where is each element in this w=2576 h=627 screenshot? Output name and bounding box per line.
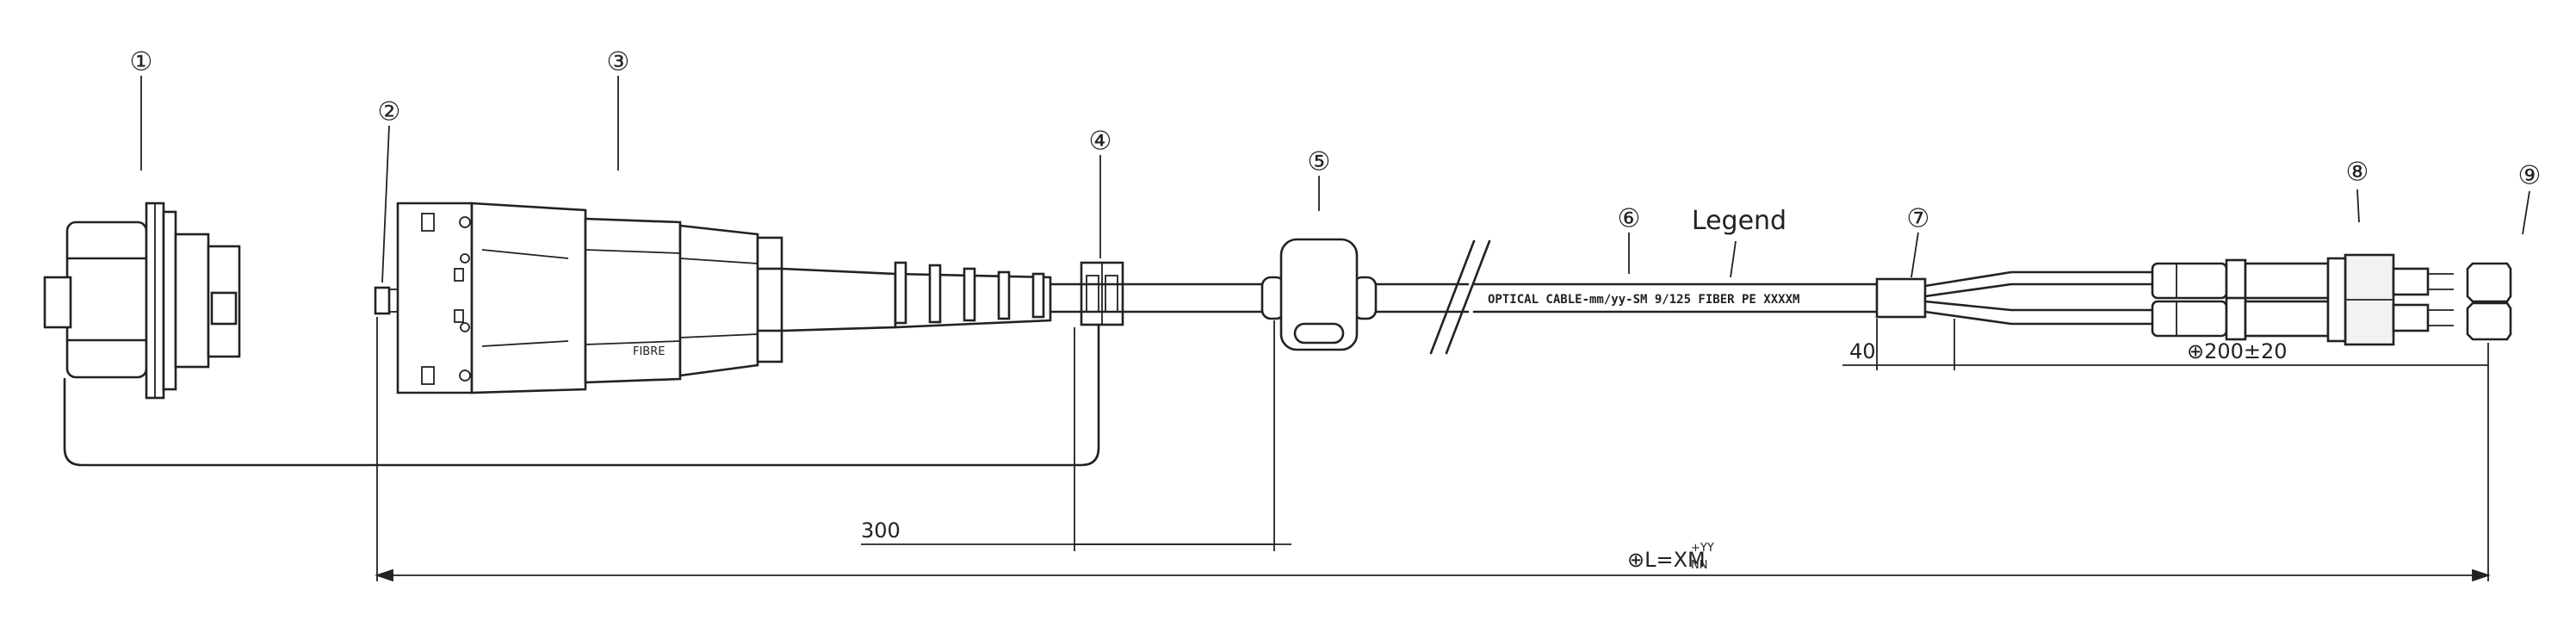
lc-duplex-connectors xyxy=(2151,253,2454,346)
lc-dust-caps xyxy=(2466,262,2512,341)
ground-wire xyxy=(63,323,1100,467)
dim-tolerance-plus: +YY xyxy=(1691,542,1714,555)
dimension-lines xyxy=(375,317,2491,582)
dim-total-length: ⊕L=XM xyxy=(1627,548,1706,572)
cable-print-text: OPTICAL CABLE-mm/yy-SM 9/125 FIBER PE XX… xyxy=(1488,293,1799,307)
callout-1: ① xyxy=(130,47,153,78)
dim-300: 300 xyxy=(861,518,901,543)
callout-6: ⑥ xyxy=(1618,204,1641,234)
dust-cap-pin xyxy=(374,286,398,315)
bulkhead-adapter xyxy=(43,202,241,400)
cable-marker-tag xyxy=(1260,238,1378,351)
callout-leaders xyxy=(140,76,2530,283)
dim-200: ⊕200±20 xyxy=(2187,339,2288,363)
length-break-marks xyxy=(1429,239,1491,355)
dim-40: 40 xyxy=(1849,339,1876,363)
breakout-furcation xyxy=(1875,270,2154,326)
cable-clamp xyxy=(1080,261,1124,326)
dimension-labels: 300 40 ⊕200±20 ⊕L=XM +YY NN xyxy=(861,339,2288,572)
callout-4: ④ xyxy=(1089,127,1112,157)
callout-2: ② xyxy=(378,97,401,127)
callout-5: ⑤ xyxy=(1308,147,1331,177)
callout-numbers: ① ② ③ ④ ⑤ ⑥ ⑦ ⑧ ⑨ Legend xyxy=(130,47,2542,237)
callout-9: ⑨ xyxy=(2518,161,2542,191)
dim-tolerance-minus: NN xyxy=(1691,559,1707,572)
hardened-connector: FIBRE xyxy=(396,202,783,394)
legend-label: Legend xyxy=(1692,206,1786,236)
strain-relief-boot xyxy=(780,261,1052,332)
callout-3: ③ xyxy=(607,47,630,78)
callout-8: ⑧ xyxy=(2346,158,2369,188)
callout-7: ⑦ xyxy=(1907,204,1930,234)
connector-marking: FIBRE xyxy=(633,345,665,358)
